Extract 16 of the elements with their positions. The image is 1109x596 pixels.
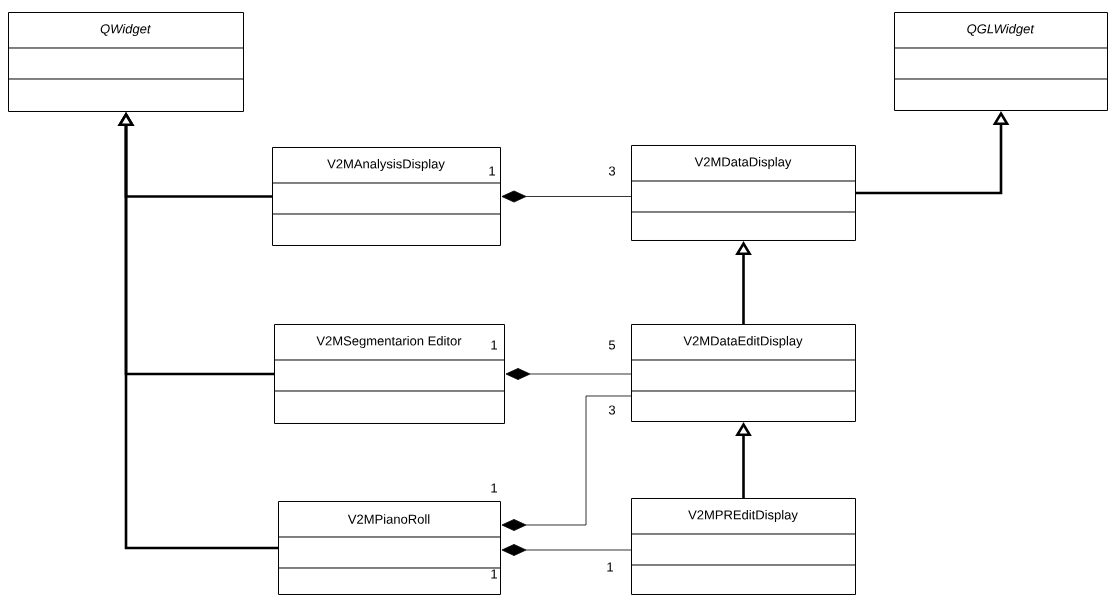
multiplicity-label: 3 [608,166,616,176]
multiplicity-label: 1 [491,340,497,350]
multiplicity-label: 1 [491,569,497,579]
multiplicity-label: 1 [607,562,613,572]
composition-line [501,190,632,203]
composition-line [501,395,632,531]
class-box: V2MPREditDisplay [630,498,856,595]
class-box: V2MDataDisplay [630,145,856,241]
class-box: V2MDataEditDisplay [630,324,856,422]
class-box: QGLWidget [893,12,1108,111]
composition-line [505,368,632,380]
multiplicity-label: 5 [608,340,616,350]
multiplicity-label: 3 [608,405,616,415]
class-box: QWidget [7,12,244,112]
composition-line [501,544,632,556]
multiplicity-label: 1 [489,166,495,176]
